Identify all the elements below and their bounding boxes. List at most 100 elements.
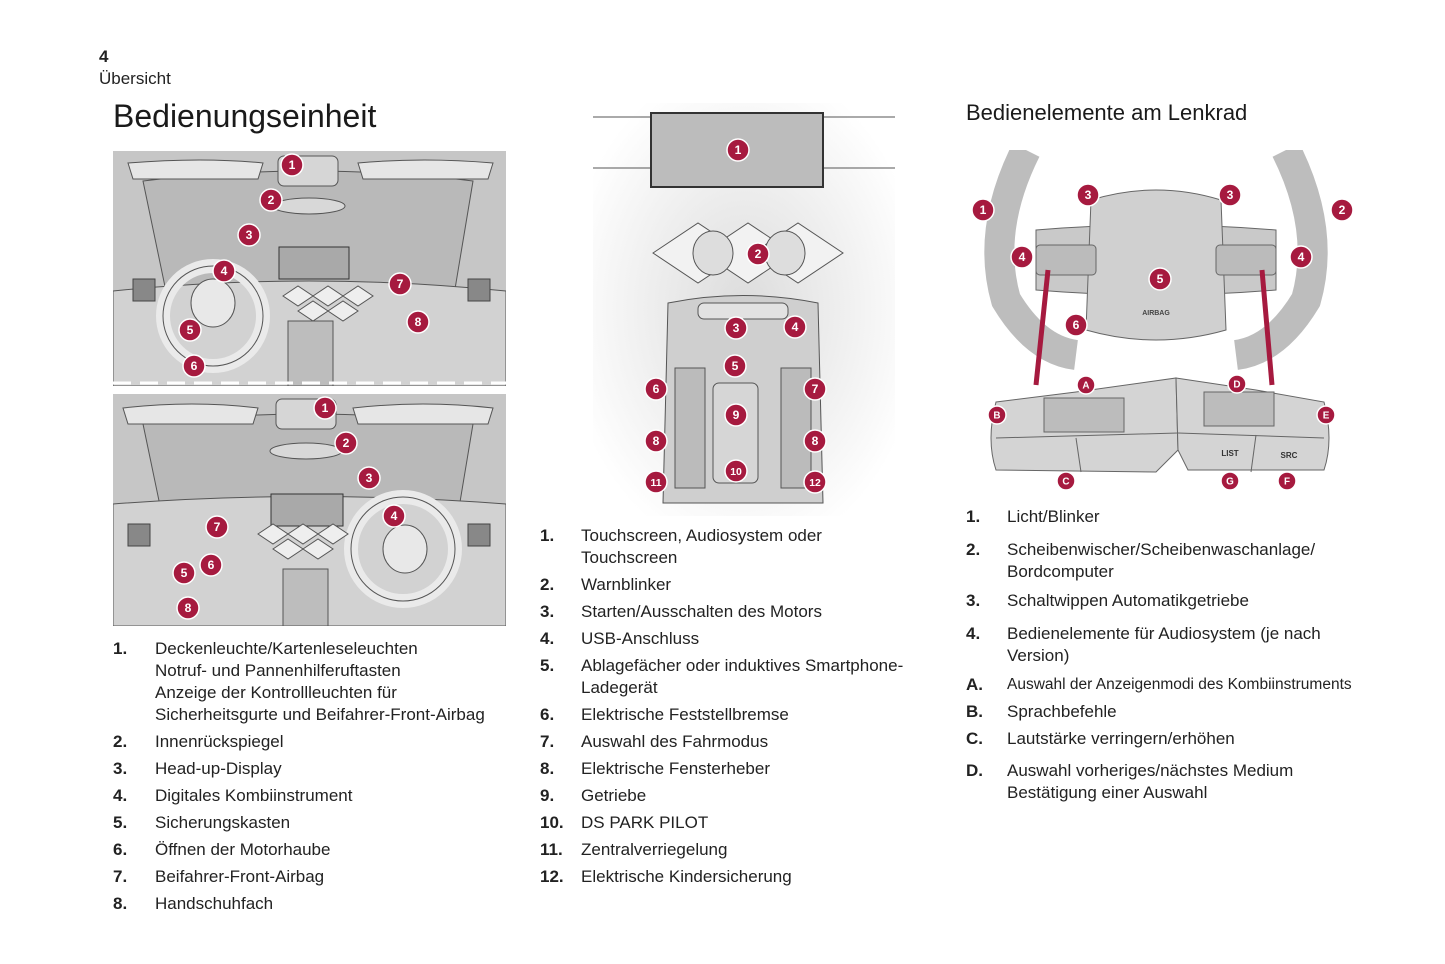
legend-item: 7. Auswahl des Fahrmodus	[540, 731, 940, 753]
callout-marker-G: G	[1220, 471, 1240, 491]
legend-item-text: Handschuhfach	[155, 893, 513, 915]
callout-marker-7: 7	[803, 377, 827, 401]
legend-item-number: B.	[966, 702, 983, 721]
svg-text:F: F	[1284, 476, 1290, 487]
svg-text:4: 4	[391, 509, 398, 523]
list-button-label: LIST	[1221, 449, 1238, 458]
legend-item-number: 11.	[540, 840, 563, 859]
legend-item-line: Elektrische Fensterheber	[581, 759, 770, 778]
callout-marker-2: 2	[1330, 198, 1354, 222]
callout-marker-2: 2	[334, 431, 358, 455]
legend-item-line: Elektrische Kindersicherung	[581, 867, 792, 886]
legend-item-text: Zentralverriegelung	[581, 839, 940, 861]
svg-text:11: 11	[650, 478, 661, 489]
svg-text:5: 5	[1157, 272, 1164, 286]
callout-marker-6: 6	[1064, 313, 1088, 337]
legend-item: 7. Beifahrer-Front-Airbag	[113, 866, 513, 888]
legend-item: 8.Handschuhfach	[113, 893, 513, 915]
callout-marker-10: 10	[724, 459, 748, 483]
svg-text:7: 7	[812, 382, 819, 396]
svg-text:D: D	[1233, 379, 1240, 390]
legend-item-line: Auswahl des Fahrmodus	[581, 732, 769, 751]
legend-item-line: Touchscreen, Audiosystem oder	[581, 526, 822, 545]
svg-text:2: 2	[343, 436, 350, 450]
legend-item-text: Licht/Blinker	[1007, 506, 1386, 528]
callout-marker-8: 8	[176, 596, 200, 620]
svg-text:1: 1	[735, 143, 742, 157]
legend-item-text: Head-up-Display	[155, 758, 513, 780]
svg-text:3: 3	[366, 471, 373, 485]
legend-item-line: USB-Anschluss	[581, 629, 700, 648]
legend-item-text: Auswahl der Anzeigenmodi des Kombiinstru…	[1007, 674, 1386, 696]
legend-item-line: Ablagefächer oder induktives Smartphone-	[581, 656, 904, 675]
steering-wheel-illustration: AIRBAG LIST SRC	[966, 150, 1346, 495]
legend-item-line: Bordcomputer	[1007, 562, 1114, 581]
legend-item: 9.Getriebe	[540, 785, 940, 807]
legend-item-number: 3.	[540, 602, 555, 621]
legend-item-number: 2.	[113, 732, 128, 751]
legend-item: 5.Ablagefächer oder induktives Smartphon…	[540, 655, 940, 699]
legend-item-number: 1.	[113, 639, 128, 658]
legend-item-number: 2.	[540, 575, 555, 594]
svg-text:8: 8	[415, 315, 422, 329]
callout-marker-F: F	[1277, 471, 1297, 491]
legend-item-number: 6.	[540, 705, 555, 724]
legend-item-line: Zentralverriegelung	[581, 840, 728, 859]
legend-item-line: Touchscreen	[581, 548, 678, 567]
svg-text:3: 3	[246, 228, 253, 242]
steering-wheel-drawing: AIRBAG LIST SRC	[984, 150, 1330, 473]
legend-item: 2.Innenrückspiegel	[113, 731, 513, 753]
legend-item-line: DS PARK PILOT	[581, 813, 709, 832]
legend-item-line: Starten/Ausschalten des Motors	[581, 602, 822, 621]
callout-marker-E: E	[1316, 405, 1336, 425]
legend-item: 1. Licht/Blinker	[966, 506, 1386, 528]
legend-item-text: Öffnen der Motorhaube	[155, 839, 513, 861]
legend-item-line: Lautstärke verringern/erhöhen	[1007, 729, 1235, 748]
svg-text:4: 4	[221, 264, 228, 278]
legend-item-text: Beifahrer-Front-Airbag	[155, 866, 513, 888]
legend-item-text: Lautstärke verringern/erhöhen	[1007, 728, 1386, 750]
legend-item-text: Sicherungskasten	[155, 812, 513, 834]
legend-item: 10.DS PARK PILOT	[540, 812, 940, 834]
legend-item-line: Deckenleuchte/Kartenleseleuchten	[155, 639, 418, 658]
callout-marker-A: A	[1076, 375, 1096, 395]
legend-item: 6.Elektrische Feststellbremse	[540, 704, 940, 726]
svg-text:8: 8	[185, 601, 192, 615]
legend-item-line: Version)	[1007, 646, 1070, 665]
callout-marker-3: 3	[357, 466, 381, 490]
svg-text:7: 7	[214, 520, 221, 534]
legend-item-line: Digitales Kombiinstrument	[155, 786, 353, 805]
callout-marker-12: 12	[803, 470, 827, 494]
legend-item-line: Anzeige der Kontrollleuchten für	[155, 683, 397, 702]
legend-item-text: DS PARK PILOT	[581, 812, 940, 834]
legend-item-number: 7.	[113, 867, 128, 886]
page-title: Bedienungseinheit	[113, 98, 377, 134]
legend-item: 4.Bedienelemente für Audiosystem (je nac…	[966, 623, 1386, 667]
svg-text:7: 7	[397, 277, 404, 291]
legend-item: A.Auswahl der Anzeigenmodi des Kombiinst…	[966, 674, 1386, 696]
svg-text:5: 5	[181, 566, 188, 580]
center-console-illustration	[593, 103, 895, 516]
callout-marker-D: D	[1227, 374, 1247, 394]
legend-item-line: Beifahrer-Front-Airbag	[155, 867, 325, 886]
legend-item: 2. Warnblinker	[540, 574, 940, 596]
legend-item-number: 7.	[540, 732, 555, 751]
svg-text:B: B	[993, 410, 1000, 421]
steering-section-title: Bedienelemente am Lenkrad	[966, 100, 1248, 125]
callout-marker-4: 4	[783, 315, 807, 339]
legend-item: C.Lautstärke verringern/erhöhen	[966, 728, 1386, 750]
svg-text:G: G	[1226, 476, 1234, 487]
callout-marker-4: 4	[382, 504, 406, 528]
legend-item-number: 6.	[113, 840, 128, 859]
legend-item: 2.Scheibenwischer/Scheibenwaschanlage/Bo…	[966, 539, 1386, 583]
legend-item-text: Warnblinker	[581, 574, 940, 596]
legend-item-line: Getriebe	[581, 786, 647, 805]
legend-item-number: 1.	[966, 507, 981, 526]
